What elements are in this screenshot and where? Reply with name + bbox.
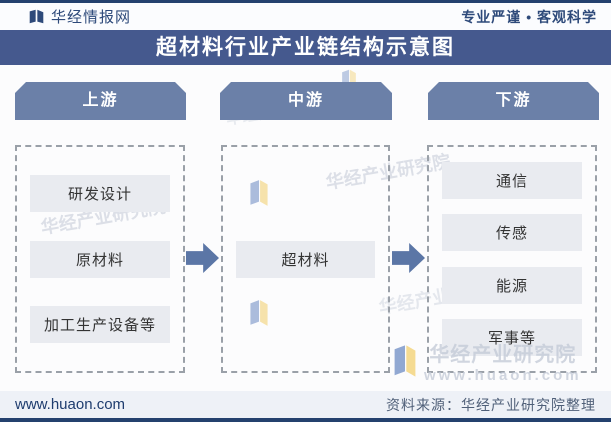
column-header-midstream: 中游 bbox=[220, 82, 392, 120]
footer-source: 资料来源：华经产业研究院整理 bbox=[386, 396, 596, 413]
item-box: 加工生产设备等 bbox=[30, 305, 170, 343]
column-header-downstream: 下游 bbox=[428, 82, 599, 120]
top-bar: 华经情报网 专业严谨 • 客观科学 bbox=[0, 3, 611, 30]
top-border-line bbox=[0, 0, 611, 3]
item-box: 原材料 bbox=[30, 240, 170, 278]
item-box: 传感 bbox=[442, 214, 582, 252]
brand: 华经情报网 bbox=[28, 6, 131, 27]
footer-website: www.huaon.com bbox=[15, 396, 126, 413]
item-box: 超材料 bbox=[236, 240, 375, 278]
brand-name: 华经情报网 bbox=[51, 9, 132, 26]
upstream-group: 研发设计原材料加工生产设备等 bbox=[15, 145, 185, 373]
midstream-group: 超材料 bbox=[221, 145, 390, 373]
page-title: 超材料行业产业链结构示意图 bbox=[0, 30, 611, 65]
item-box: 通信 bbox=[442, 162, 582, 200]
column-header-upstream: 上游 bbox=[15, 82, 186, 120]
footer-bar: www.huaon.com 资料来源：华经产业研究院整理 bbox=[0, 391, 611, 422]
brand-logo-icon bbox=[28, 8, 45, 25]
item-box: 研发设计 bbox=[30, 175, 170, 213]
item-box: 能源 bbox=[442, 266, 582, 304]
downstream-group: 通信传感能源军事等 bbox=[427, 145, 597, 373]
arrow-right-icon bbox=[392, 243, 425, 273]
arrow-right-icon bbox=[186, 243, 219, 273]
watermark-logo-icon bbox=[392, 341, 418, 381]
slogan-text: 专业严谨 • 客观科学 bbox=[461, 8, 597, 25]
item-box: 军事等 bbox=[442, 318, 582, 356]
